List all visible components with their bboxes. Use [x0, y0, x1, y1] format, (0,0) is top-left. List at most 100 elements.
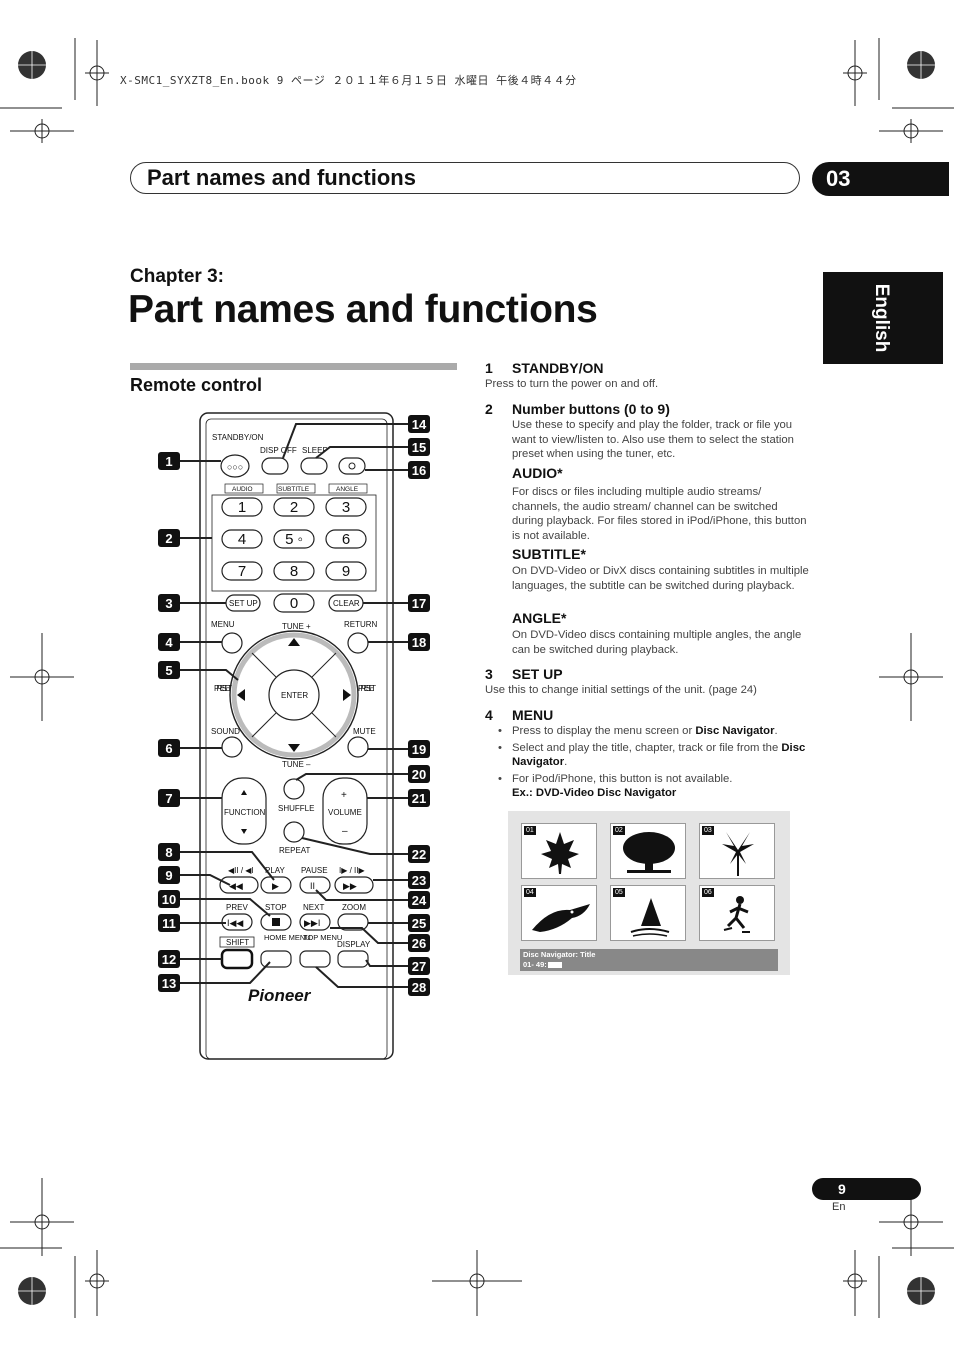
navigator-status-bar: Disc Navigator: Title 01- 49:: [520, 949, 778, 971]
sound-button[interactable]: [221, 736, 243, 758]
callout-number: 24: [412, 893, 427, 908]
digit-label: 9: [342, 563, 350, 580]
digit-button-2[interactable]: [273, 497, 315, 517]
return-button[interactable]: [347, 632, 369, 654]
prev-icon: I◀◀: [227, 918, 243, 928]
item-1-heading: STANDBY/ON: [512, 360, 604, 376]
up-arrow-icon[interactable]: [288, 638, 300, 646]
callout-badge: [408, 740, 430, 758]
callout-number: 14: [412, 417, 427, 432]
step-back-button[interactable]: [219, 876, 259, 894]
callout-badge: [158, 866, 180, 884]
digit-label: 4: [238, 531, 246, 548]
menu-button[interactable]: [221, 632, 243, 654]
shuffle-button[interactable]: [283, 778, 305, 800]
digit-label: 0: [290, 595, 298, 612]
callout-number: 1: [165, 454, 172, 469]
top-menu-button[interactable]: [299, 950, 331, 968]
callout-badge: [408, 957, 430, 975]
navigator-thumb[interactable]: 01: [521, 823, 597, 879]
disp-off-button[interactable]: [261, 457, 289, 475]
sleep-button[interactable]: [300, 457, 328, 475]
standby-button[interactable]: [220, 454, 250, 478]
right-arrow-icon[interactable]: [343, 689, 351, 701]
callout-number: 8: [165, 845, 172, 860]
callout-badge: [158, 633, 180, 651]
function-rocker[interactable]: [221, 777, 267, 845]
callout-badge: [408, 845, 430, 863]
timer-button[interactable]: [338, 457, 366, 475]
display-button[interactable]: [337, 950, 369, 968]
digit-button-3[interactable]: [325, 497, 367, 517]
callout-number: 7: [165, 791, 172, 806]
svg-text:–: –: [342, 826, 348, 837]
skater-icon: [723, 896, 750, 933]
chapter-label: Chapter 3:: [130, 266, 224, 287]
digit-label: 5 ◦: [285, 531, 303, 548]
digit-button-9[interactable]: [325, 561, 367, 581]
item-2-text: Use these to specify and play the folder…: [512, 419, 794, 460]
digit-button-7[interactable]: [221, 561, 263, 581]
svg-text:+: +: [341, 790, 347, 801]
lily-icon: [722, 832, 754, 876]
enter-button[interactable]: [268, 669, 320, 721]
volume-rocker[interactable]: [322, 777, 368, 845]
label-preset-right: PRE SET: [358, 684, 376, 693]
label-audio: AUDIO: [232, 486, 253, 493]
next-button[interactable]: [299, 913, 331, 931]
stop-icon: [272, 918, 280, 926]
digit-button-5[interactable]: [273, 529, 315, 549]
item-3-heading: SET UP: [512, 666, 563, 682]
home-menu-button[interactable]: [260, 950, 292, 968]
navigator-thumb[interactable]: 03: [699, 823, 775, 879]
language-label: English: [871, 283, 892, 353]
callout-number: 11: [162, 916, 176, 931]
item-4-bullets: Press to display the menu screen or Disc…: [498, 724, 814, 788]
callout-number: 3: [165, 596, 172, 611]
digit-button-6[interactable]: [325, 529, 367, 549]
label-top-menu: TOP MENU: [303, 933, 342, 942]
page-language: En: [832, 1201, 846, 1213]
example-label: Ex.: DVD-Video Disc Navigator: [512, 787, 677, 799]
callout-number: 20: [412, 767, 426, 782]
navigator-thumb[interactable]: 05: [610, 885, 686, 941]
digit-button-1[interactable]: [221, 497, 263, 517]
file-header: X-SMC1_SYXZT8_En.book 9 ページ ２０１１年６月１５日 水…: [120, 74, 577, 87]
down-arrow-icon[interactable]: [288, 744, 300, 752]
callout-badge: [158, 974, 180, 992]
digit-button-8[interactable]: [273, 561, 315, 581]
callout-number: 23: [412, 873, 426, 888]
callout-number: 12: [162, 952, 176, 967]
label-shift: SHIFT: [226, 938, 249, 947]
play-button[interactable]: [260, 876, 292, 894]
play-icon: ▶: [272, 881, 279, 891]
label-clear: CLEAR: [333, 599, 360, 608]
repeat-button[interactable]: [283, 821, 305, 843]
callout-badge: [408, 978, 430, 996]
callout-number: 9: [165, 868, 172, 883]
left-arrow-icon[interactable]: [237, 689, 245, 701]
callout-badge: [158, 890, 180, 908]
shift-button[interactable]: [220, 948, 254, 970]
navigator-thumb[interactable]: 04: [521, 885, 597, 941]
digit-button-4[interactable]: [221, 529, 263, 549]
digit-label: 2: [290, 499, 298, 516]
navigator-thumb[interactable]: 02: [610, 823, 686, 879]
callout-badge: [408, 934, 430, 952]
callout-badge: [158, 661, 180, 679]
callout-number: 17: [412, 596, 426, 611]
pause-icon: II: [310, 881, 315, 891]
step-forward-button[interactable]: [334, 876, 374, 894]
label-play: PLAY: [265, 866, 286, 875]
callout-badge: [158, 739, 180, 757]
callout-number: 10: [162, 892, 176, 907]
subtitle-text: On DVD-Video or DivX discs containing su…: [512, 565, 809, 592]
next-icon: ▶▶I: [304, 918, 320, 928]
mute-button[interactable]: [347, 736, 369, 758]
digit-button-0[interactable]: [273, 593, 315, 613]
navigator-thumb[interactable]: 06: [699, 885, 775, 941]
pause-button[interactable]: [299, 876, 331, 894]
callout-number: 2: [165, 531, 172, 546]
disc-navigator-example: 01 02 03 04 05 06 Disc Navigator: Title …: [508, 811, 790, 975]
